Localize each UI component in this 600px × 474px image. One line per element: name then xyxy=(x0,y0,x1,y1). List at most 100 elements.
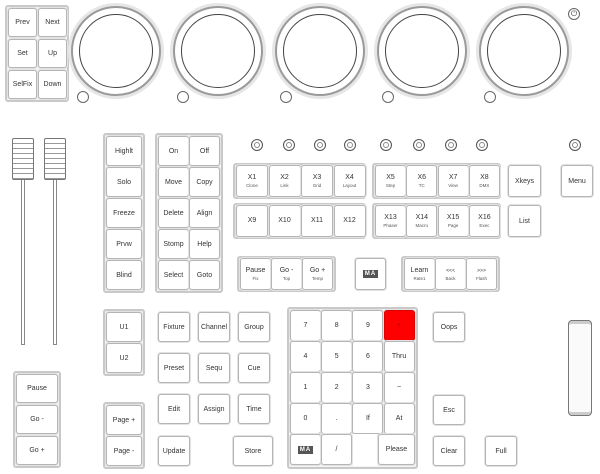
fader-handle[interactable] xyxy=(12,138,34,180)
selfix-button[interactable]: SelFix xyxy=(8,70,37,99)
help-button[interactable]: Help xyxy=(189,229,220,259)
numpad-key-k11[interactable]: 5 xyxy=(321,341,353,372)
time-button[interactable]: Time xyxy=(238,394,270,424)
encoder-button-3[interactable] xyxy=(280,91,292,103)
prev-button[interactable]: Prev xyxy=(8,8,37,37)
xkeys-button[interactable]: Xkeys xyxy=(508,165,541,197)
slash-button[interactable]: / xyxy=(321,434,352,465)
ma-button[interactable]: MA xyxy=(355,258,386,290)
encoder-2[interactable] xyxy=(173,6,263,96)
pause-button[interactable]: Pause xyxy=(16,374,58,403)
align-button[interactable]: Align xyxy=(189,198,220,228)
freeze-button[interactable]: Freeze xyxy=(106,198,142,228)
esc-button[interactable]: Esc xyxy=(433,395,465,425)
knob-8[interactable] xyxy=(476,139,488,151)
numpad-key-at[interactable]: At xyxy=(383,403,415,434)
goto-button[interactable]: Goto xyxy=(189,260,220,290)
move-button[interactable]: Move xyxy=(158,167,189,197)
numpad-key-k30[interactable]: 0 xyxy=(290,403,321,434)
knob-1[interactable] xyxy=(251,139,263,151)
numpad-key-k12[interactable]: 6 xyxy=(352,341,384,372)
oops-button[interactable]: Oops xyxy=(433,312,465,342)
edit-button[interactable]: Edit xyxy=(158,394,190,424)
encoder-3[interactable] xyxy=(275,6,365,96)
numpad-key-k10[interactable]: 4 xyxy=(290,341,321,372)
numpad-key-k21[interactable]: 2 xyxy=(321,372,353,403)
copy-button[interactable]: Copy xyxy=(189,167,220,197)
blind-button[interactable]: Blind xyxy=(106,260,142,290)
go-minus-top-button[interactable]: Go -Top xyxy=(271,258,302,290)
x10-button[interactable]: X10 xyxy=(268,205,301,237)
on-button[interactable]: On xyxy=(158,136,189,166)
numpad-ma-button[interactable]: MA xyxy=(290,434,321,465)
numpad-key-k20[interactable]: 1 xyxy=(290,372,321,403)
x9-button[interactable]: X9 xyxy=(236,205,268,237)
highlt-button[interactable]: Highlt xyxy=(106,136,142,166)
full-button[interactable]: Full xyxy=(485,436,517,466)
cue-button[interactable]: Cue xyxy=(238,353,270,383)
x12-button[interactable]: X12 xyxy=(333,205,366,237)
knob-menu[interactable] xyxy=(569,139,581,151)
list-button[interactable]: List xyxy=(508,205,541,237)
group-button[interactable]: Group xyxy=(238,312,270,342)
knob-7[interactable] xyxy=(445,139,457,151)
stomp-button[interactable]: Stomp xyxy=(158,229,189,259)
knob-6[interactable] xyxy=(413,139,425,151)
down-button[interactable]: Down xyxy=(38,70,67,99)
numpad-key-thru[interactable]: Thru xyxy=(383,341,415,372)
update-button[interactable]: Update xyxy=(158,436,190,466)
go-plus-temp-button[interactable]: Go +Temp xyxy=(302,258,333,290)
menu-button[interactable]: Menu xyxy=(561,165,593,197)
numpad-key-k01[interactable]: 8 xyxy=(321,310,353,341)
prvw-button[interactable]: Prvw xyxy=(106,229,142,259)
encoder-1[interactable] xyxy=(71,6,161,96)
next-button[interactable]: Next xyxy=(38,8,67,37)
grand-master-fader[interactable] xyxy=(568,320,592,416)
fader-1[interactable] xyxy=(12,138,34,345)
knob-5[interactable] xyxy=(380,139,392,151)
channel-button[interactable]: Channel xyxy=(198,312,230,342)
up-button[interactable]: Up xyxy=(38,39,67,68)
delete-button[interactable]: Delete xyxy=(158,198,189,228)
numpad-key-minus[interactable]: − xyxy=(383,372,415,403)
page-minus-button[interactable]: Page - xyxy=(106,436,142,466)
knob-3[interactable] xyxy=(314,139,326,151)
clear-button[interactable]: Clear xyxy=(433,436,465,466)
preset-button[interactable]: Preset xyxy=(158,353,190,383)
fixture-button[interactable]: Fixture xyxy=(158,312,190,342)
encoder-button-1[interactable] xyxy=(77,91,89,103)
page-plus-button[interactable]: Page + xyxy=(106,405,142,435)
numpad-key-k22[interactable]: 3 xyxy=(352,372,384,403)
power-icon[interactable]: ⏻ xyxy=(568,8,580,20)
encoder-button-4[interactable] xyxy=(382,91,394,103)
assign-button[interactable]: Assign xyxy=(198,394,230,424)
go-minus-button[interactable]: Go - xyxy=(16,405,58,434)
knob-4[interactable] xyxy=(344,139,356,151)
knob-2[interactable] xyxy=(283,139,295,151)
set-button[interactable]: Set xyxy=(8,39,37,68)
numpad-key-plus[interactable]: + xyxy=(383,310,415,341)
fader-2[interactable] xyxy=(44,138,66,345)
numpad-key-k02[interactable]: 9 xyxy=(352,310,384,341)
flash-button[interactable]: >>>Flash xyxy=(466,258,497,290)
numpad-key-k00[interactable]: 7 xyxy=(290,310,321,341)
solo-button[interactable]: Solo xyxy=(106,167,142,197)
sequ-button[interactable]: Sequ xyxy=(198,353,230,383)
encoder-5[interactable] xyxy=(479,6,569,96)
u2-button[interactable]: U2 xyxy=(106,343,142,373)
encoder-button-2[interactable] xyxy=(177,91,189,103)
fader-handle[interactable] xyxy=(44,138,66,180)
if-button[interactable]: If xyxy=(352,403,384,434)
go-plus-button[interactable]: Go + xyxy=(16,436,58,465)
